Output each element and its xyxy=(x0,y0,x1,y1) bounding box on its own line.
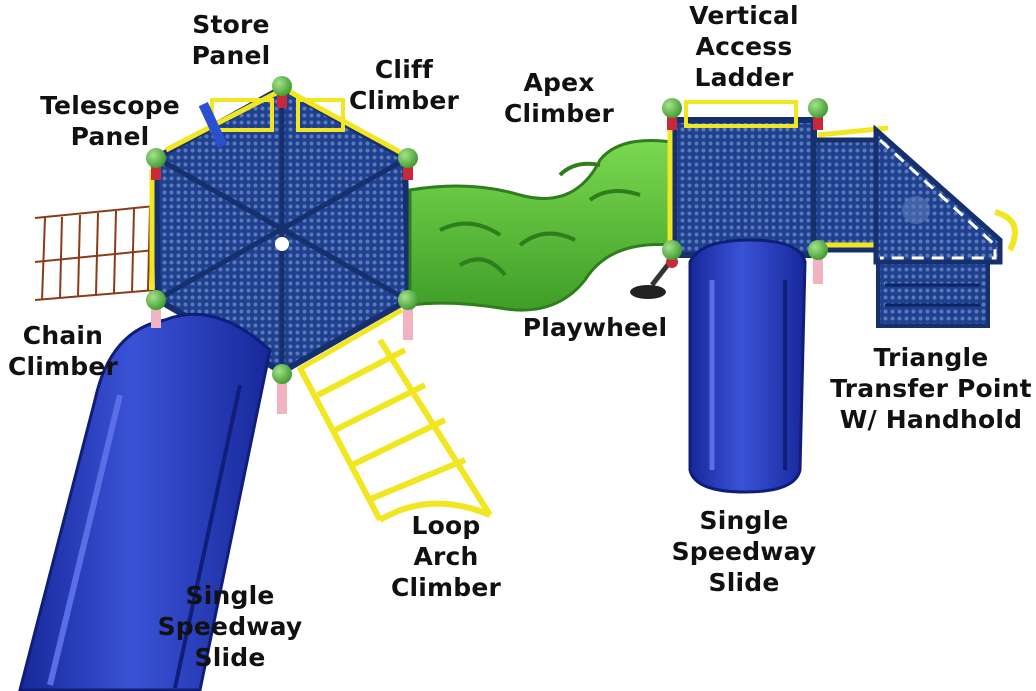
label-loop-arch-climber: Loop Arch Climber xyxy=(390,511,502,602)
left-slide xyxy=(18,312,272,691)
triangle-transfer-point xyxy=(873,124,1018,328)
apex-climber-tunnel xyxy=(408,138,674,312)
label-single-speedway-slide-left: Single Speedway Slide xyxy=(157,581,303,672)
label-chain-climber: Chain Climber xyxy=(7,321,119,381)
label-triangle-transfer-point: Triangle Transfer Point W/ Handhold xyxy=(830,343,1032,434)
label-store-panel: Store Panel xyxy=(191,10,271,70)
chain-climber xyxy=(34,205,156,301)
square-deck xyxy=(667,100,817,258)
playwheel xyxy=(630,256,678,299)
label-vertical-access-ladder: Vertical Access Ladder xyxy=(689,1,799,92)
label-telescope-panel: Telescope Panel xyxy=(40,91,180,151)
right-slide xyxy=(688,238,807,494)
label-playwheel: Playwheel xyxy=(522,313,668,342)
label-apex-climber: Apex Climber xyxy=(503,68,615,128)
label-single-speedway-slide-right: Single Speedway Slide xyxy=(671,506,817,597)
label-cliff-climber: Cliff Climber xyxy=(348,55,460,115)
post-caps xyxy=(146,76,828,414)
loop-arch-climber xyxy=(297,338,493,523)
